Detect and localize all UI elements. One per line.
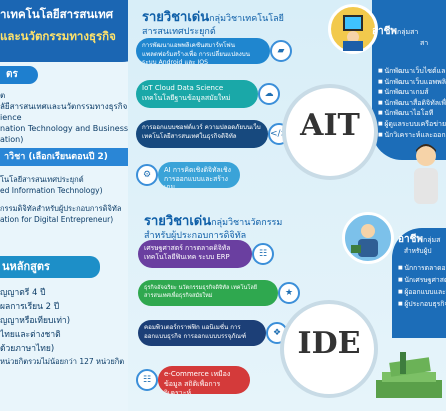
ait-career-sub: สา [420,39,429,47]
structure-line: ผลการเรียน 2 ปี [0,302,60,312]
ait-heading-suffix: กลุ่มวิชาเทคโนโลยี [209,14,284,24]
ide-subheading: สำหรับผู้ประกอบการดิจิทัล [144,231,247,241]
major-ait-en: ed Information Technology) [0,186,103,195]
major-tab: าวิชา (เลือกเรียนตอนปี 2) [0,148,150,166]
career-item: ผู้ประกอบธุรกิจ [398,298,446,310]
ait-course-1: การพัฒนาแอพพลิเคชันสมาร์ทโฟนแพลตฟอร์มสร้… [136,38,270,64]
major-ide-row: กรรมดิจิทัลสำหรับผู้ประกอบการดิจิทัล ati… [0,203,121,225]
ide-career-sub: สำหรับผู้ป [404,247,432,255]
ait-course-3: การออกแบบซอฟต์แวร์ ความปลอดภัยบนเว็บ เทค… [136,120,268,148]
major-ide-en: ation for Digital Entrepreneur) [0,215,114,224]
ide-heading-main: รายวิชาเด่น [144,214,212,229]
ait-course-3-text: การออกแบบซอฟต์แวร์ ความปลอดภัยบนเว็บ เทค… [142,124,261,140]
ide-course-2-text: ธุรกิจอัจฉริยะ นวัตกรรมธุรกิจดิจิทัล เทค… [144,285,258,299]
structure-line: ญญาหรือเทียบเท่า) [0,316,71,326]
structure-tab-label: นหลักสูตร [2,260,50,273]
degree-lines: ต ลัยีสารสนเทศและนวัตกรรมทางธุรกิจ) ienc… [0,90,130,145]
ait-course-2: IoT Cloud Data Science เทคโนโลยีฐานข้อมู… [136,80,258,108]
ide-career-head-suffix: กลุ่มส [423,236,441,244]
career-item: นักพัฒนาเว็บไซต์และแอ [378,66,446,77]
ait-course-2-text: IoT Cloud Data Science เทคโนโลยีฐานข้อมู… [142,84,231,102]
career-item: นักพัฒนาเว็บแอพพลิเค [378,77,446,88]
program-title-line1: าเทคโนโลยีสารสนเทศ [0,7,114,21]
career-item: ผู้ดูแลระบบเครือข่าย [378,119,446,130]
entrepreneur-icon [351,224,378,257]
ide-career-head-main: อาชีพ [398,234,423,245]
developer-illustration [328,4,378,54]
ait-heading: รายวิชาเด่นกลุ่มวิชาเทคโนโลยี [142,6,284,27]
ide-course-1: เศรษฐศาสตร์ การตลาดดิจิทัล เทคโนโลยีฟินเ… [138,240,252,268]
degree-line: ation) [0,135,24,144]
ide-course-2: ธุรกิจอัจฉริยะ นวัตกรรมธุรกิจดิจิทัล เทค… [138,280,278,306]
ait-logo-ring [282,84,378,180]
ait-career-head-main: อาชีพ [372,26,397,37]
career-item: นักพัฒนาไอโอที [378,108,446,119]
person-icon [414,144,438,204]
entrepreneur-illustration [342,212,394,264]
structure-line: ญญาตรี 4 ปี [0,288,46,298]
ide-heading-suffix: กลุ่มวิชานวัตกรรม [211,218,283,228]
ide-career-head: อาชีพกลุ่มส [398,232,440,247]
ait-course-4-text: AI การคิดเชิงดิจิทัลเชิง การออกแบบและสร้… [164,166,231,188]
degree-tab: ตร [0,66,38,84]
cloud-icon: ☁ [258,83,280,105]
robot-icon: ⚙ [136,164,158,186]
structure-lines: ญญาตรี 4 ปี ผลการเรียน 2 ปี ญญาหรือเทียบ… [0,286,124,368]
ide-course-4-text: e-Commerce เหมืองข้อมูล สถิติเพื่อการวิเ… [164,370,231,394]
ait-logo-text: AIT [300,108,360,143]
major-tab-label: าวิชา (เลือกเรียนตอนปี 2) [4,152,108,162]
degree-line: nation Technology and Business [0,124,129,133]
thinking-person-illustration [404,140,446,206]
degree-line: ต [0,91,6,100]
structure-line: ด้วยภาษาไทย) [0,344,55,354]
major-ide-th: กรรมดิจิทัลสำหรับผู้ประกอบการดิจิทัล [0,204,122,213]
structure-tab: นหลักสูตร [0,256,100,278]
ait-subheading: สารสนเทศประยุกต์ [142,27,216,37]
smartphone-icon: ▰ [270,40,292,62]
money-icon [376,352,442,398]
major-ait-th: โนโลยีสารสนเทศประยุกต์ [0,175,84,184]
major-ait-row: โนโลยีสารสนเทศประยุกต์ ed Information Te… [0,174,103,196]
ait-course-1-text: การพัฒนาแอพพลิเคชันสมาร์ทโฟนแพลตฟอร์มสร้… [142,42,250,64]
career-item: นักพัฒนาเกมส์ [378,87,446,98]
degree-line: ลัยีสารสนเทศและนวัตกรรมทางธุรกิจ) [0,102,131,111]
structure-line: หน่วยกิตรวมไม่น้อยกว่า 127 หน่วยกิต [0,357,125,366]
ide-course-3: คอมพิวเตอร์กราฟฟิก แอนิเมชั่น การออกแบบธ… [138,320,266,346]
structure-line: ไทยและต่างชาติ [0,330,61,340]
ait-career-head-suffix: กลุ่มสา [397,28,419,36]
degree-line: ience [0,113,22,122]
ide-heading: รายวิชาเด่นกลุ่มวิชานวัตกรรม [144,210,282,231]
career-item: นักเศรษฐศาสต ระบบสารสนเท [398,274,446,286]
cart-icon: ☷ [136,369,158,391]
degree-tab-label: ตร [6,69,18,80]
ait-career-list: นักพัฒนาเว็บไซต์และแอ นักพัฒนาเว็บแอพพลิ… [378,66,446,140]
career-item: ผู้ออกแบบและพ เพื่อการนำเสนอ [398,286,446,298]
erp-icon: ☷ [252,243,274,265]
ide-course-1-text: เศรษฐศาสตร์ การตลาดดิจิทัล เทคโนโลยีฟินเ… [144,244,231,261]
ide-course-4: e-Commerce เหมืองข้อมูล สถิติเพื่อการวิเ… [158,366,250,394]
career-item: นักวิเคราะห์และออกแบ [378,130,446,141]
left-title-banner [0,0,152,62]
ait-heading-main: รายวิชาเด่น [142,10,210,25]
ide-logo-ring [280,300,378,398]
developer-icon [343,15,363,51]
ait-career-head: อาชีพกลุ่มสา [372,24,418,39]
ide-career-list: นักการตลาดอ นักเศรษฐศาสต ระบบสารสนเท ผู้… [398,262,446,310]
career-item: นักการตลาดอ [398,262,446,274]
money-illustration [372,350,446,402]
ait-course-4: AI การคิดเชิงดิจิทัลเชิง การออกแบบและสร้… [158,162,240,188]
career-item: นักพัฒนาสื่อดิจิทัลเพื่อ [378,98,446,109]
idea-icon: ★ [278,282,300,304]
ide-course-3-text: คอมพิวเตอร์กราฟฟิก แอนิเมชั่น การออกแบบธ… [144,324,247,340]
ide-logo-text: IDE [297,326,361,361]
program-title-line2: และนวัตกรรมทางธุรกิจ [0,29,116,43]
